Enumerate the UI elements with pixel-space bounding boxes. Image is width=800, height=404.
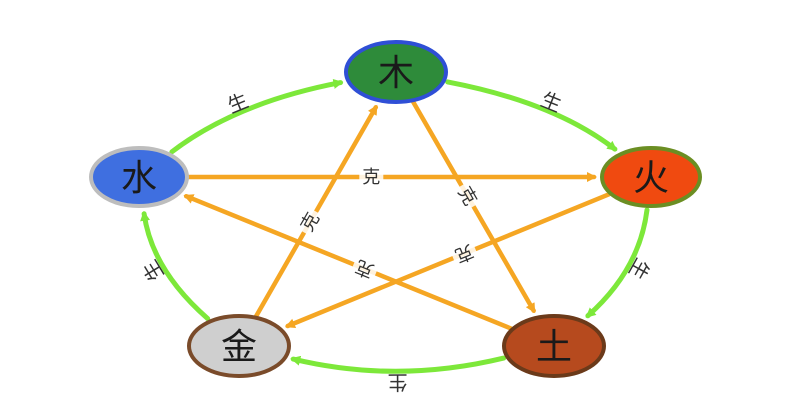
generating-arrow-fire-earth (585, 207, 650, 319)
generating-label: 生 (624, 254, 655, 283)
generating-arrow-wood-fire (445, 79, 618, 152)
overcoming-label: 克 (297, 209, 324, 235)
element-disc-wood (344, 40, 448, 104)
element-disc-earth (502, 314, 606, 378)
element-glyph-water: 水 (121, 158, 157, 199)
element-disc-fire (600, 146, 702, 208)
element-glyph-metal: 金 (221, 327, 257, 368)
overcoming-label: 克 (362, 167, 380, 188)
overcoming-arrow-wood-earth (411, 99, 536, 314)
element-disc-metal (187, 314, 291, 378)
generating-arrow-earth-metal (290, 355, 507, 374)
generating-arrow-water-wood (169, 79, 344, 155)
element-glyph-fire: 火 (633, 158, 669, 199)
generating-label: 生 (388, 370, 408, 394)
overcoming-label: 克 (453, 183, 480, 209)
overcoming-arrow-metal-wood (254, 104, 379, 319)
generating-label: 生 (538, 87, 566, 117)
element-node-wood: 木 (344, 40, 448, 104)
generating-arrow-metal-water (140, 210, 211, 322)
element-node-metal: 金 (187, 314, 291, 378)
element-node-water: 水 (89, 146, 189, 208)
overcoming-label-backing (449, 238, 480, 269)
overcoming-arrow-earth-water (183, 193, 514, 331)
element-glyph-earth: 土 (536, 327, 572, 368)
element-node-fire: 火 (600, 146, 702, 208)
generating-label: 生 (138, 256, 169, 286)
overcoming-label-backing (359, 166, 384, 188)
element-disc-water (89, 146, 189, 208)
overcoming-label-backing (349, 254, 380, 284)
overcoming-arrow-fire-metal (284, 192, 612, 329)
overcoming-label-backing (294, 206, 326, 238)
element-node-earth: 土 (502, 314, 606, 378)
generating-label: 生 (224, 88, 252, 118)
element-glyph-wood: 木 (378, 53, 414, 94)
overcoming-label-backing (451, 180, 484, 212)
nodes-layer: 木火土 金 水 (89, 40, 702, 378)
